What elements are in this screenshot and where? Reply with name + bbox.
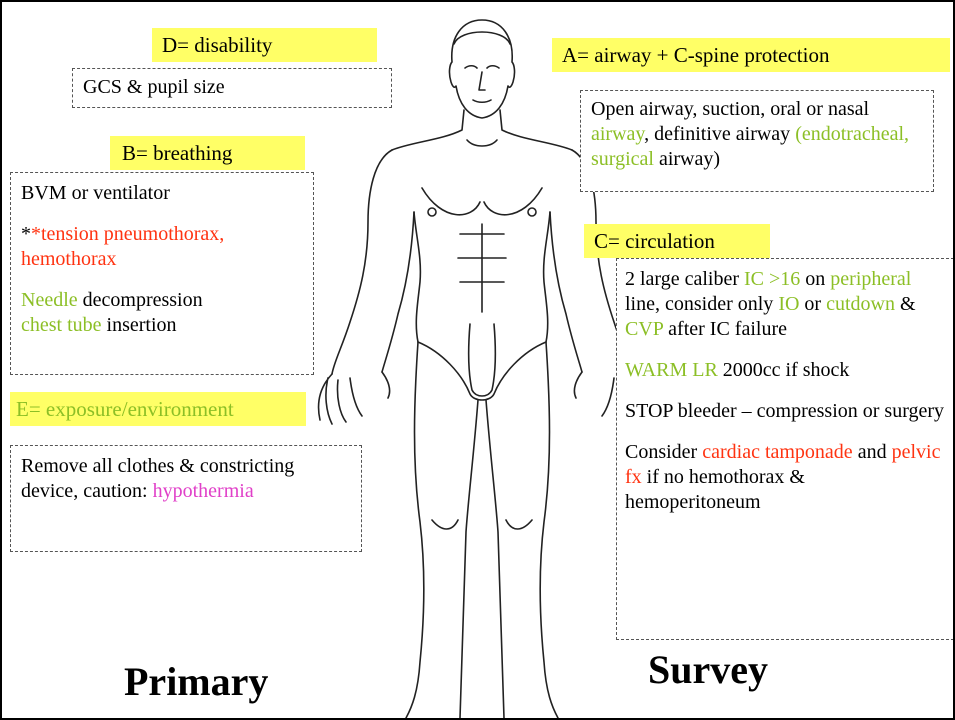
airway-box: Open airway, suction, oral or nasal airw… <box>580 90 934 192</box>
label-exposure: E= exposure/environment <box>10 392 306 426</box>
label-breathing: B= breathing <box>110 136 305 170</box>
exposure-box: Remove all clothes & constricting device… <box>10 445 362 552</box>
breathing-line-1: BVM or ventilator <box>21 181 303 206</box>
label-circulation: C= circulation <box>584 224 770 258</box>
circulation-line-1: 2 large caliber IC >16 on peripheral lin… <box>625 267 945 342</box>
exposure-text: Remove all clothes & constricting device… <box>21 454 351 504</box>
circulation-line-3: STOP bleeder – compression or surgery <box>625 399 945 424</box>
label-airway: A= airway + C-spine protection <box>552 38 950 72</box>
circulation-line-2: WARM LR 2000cc if shock <box>625 358 945 383</box>
airway-text: Open airway, suction, oral or nasal airw… <box>591 97 923 172</box>
disability-text: GCS & pupil size <box>83 75 381 100</box>
breathing-box: BVM or ventilator **tension pneumothorax… <box>10 172 314 375</box>
label-disability: D= disability <box>152 28 377 62</box>
title-survey: Survey <box>648 648 768 692</box>
breathing-line-2: **tension pneumothorax, hemothorax <box>21 222 303 272</box>
title-primary: Primary <box>124 660 268 704</box>
disability-box: GCS & pupil size <box>72 68 392 108</box>
circulation-line-4: Consider cardiac tamponade and pelvic fx… <box>625 440 945 515</box>
circulation-box: 2 large caliber IC >16 on peripheral lin… <box>616 258 954 640</box>
